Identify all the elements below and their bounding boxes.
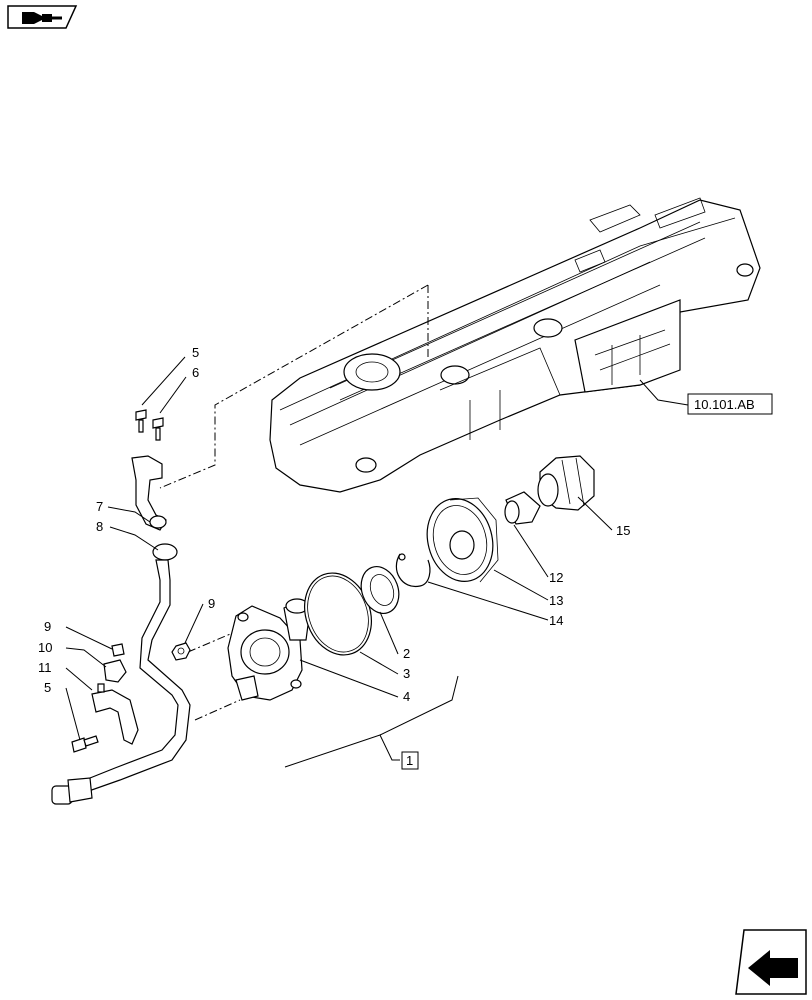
callout-9-right: 9	[208, 596, 215, 611]
engine-cover-drawing	[269, 197, 761, 493]
callout-5-bottom: 5	[44, 680, 51, 695]
elbow-fitting-7-drawing	[131, 455, 167, 531]
bracket-11-drawing	[91, 683, 139, 745]
callout-10: 10	[38, 640, 52, 655]
callout-7: 7	[96, 499, 103, 514]
callout-labels: 5 6 7 8 9 9 10 11 5 2 3 4 12 13 14 15	[38, 345, 630, 704]
callout-8: 8	[96, 519, 103, 534]
bolt-5-lower-drawing	[71, 735, 99, 753]
kit-ref-box[interactable]: 1	[401, 751, 419, 770]
callout-14: 14	[549, 613, 563, 628]
callout-9-left: 9	[44, 619, 51, 634]
callout-4: 4	[403, 689, 410, 704]
assembly-lines	[159, 284, 429, 721]
breather-housing-4-drawing	[227, 598, 311, 701]
snap-ring-14-drawing	[395, 553, 431, 588]
callout-13: 13	[549, 593, 563, 608]
nut-9-left-drawing	[111, 643, 125, 657]
navigation-flag-icon[interactable]	[7, 5, 78, 29]
bolt-5-drawing	[135, 409, 147, 433]
bushing-12-drawing	[504, 491, 541, 525]
oil-pipe-8-drawing	[51, 543, 191, 805]
kit-ref-label: 1	[406, 753, 413, 768]
callout-11: 11	[38, 660, 52, 675]
callout-6: 6	[192, 365, 199, 380]
callout-2: 2	[403, 646, 410, 661]
callout-12: 12	[549, 570, 563, 585]
nozzle-15-drawing	[537, 455, 595, 511]
engine-ref-box[interactable]: 10.101.AB	[687, 393, 773, 415]
engine-ref-label: 10.101.AB	[694, 397, 755, 412]
callout-3: 3	[403, 666, 410, 681]
clip-10-drawing	[103, 659, 127, 683]
callout-5-top: 5	[192, 345, 199, 360]
rotor-13-drawing	[426, 497, 499, 583]
seal-2-drawing	[360, 566, 400, 614]
next-page-arrow-icon[interactable]	[735, 929, 807, 995]
callout-15: 15	[616, 523, 630, 538]
bolt-6-drawing	[152, 417, 164, 441]
leader-lines	[65, 356, 689, 768]
nut-9-right-drawing	[171, 642, 191, 661]
